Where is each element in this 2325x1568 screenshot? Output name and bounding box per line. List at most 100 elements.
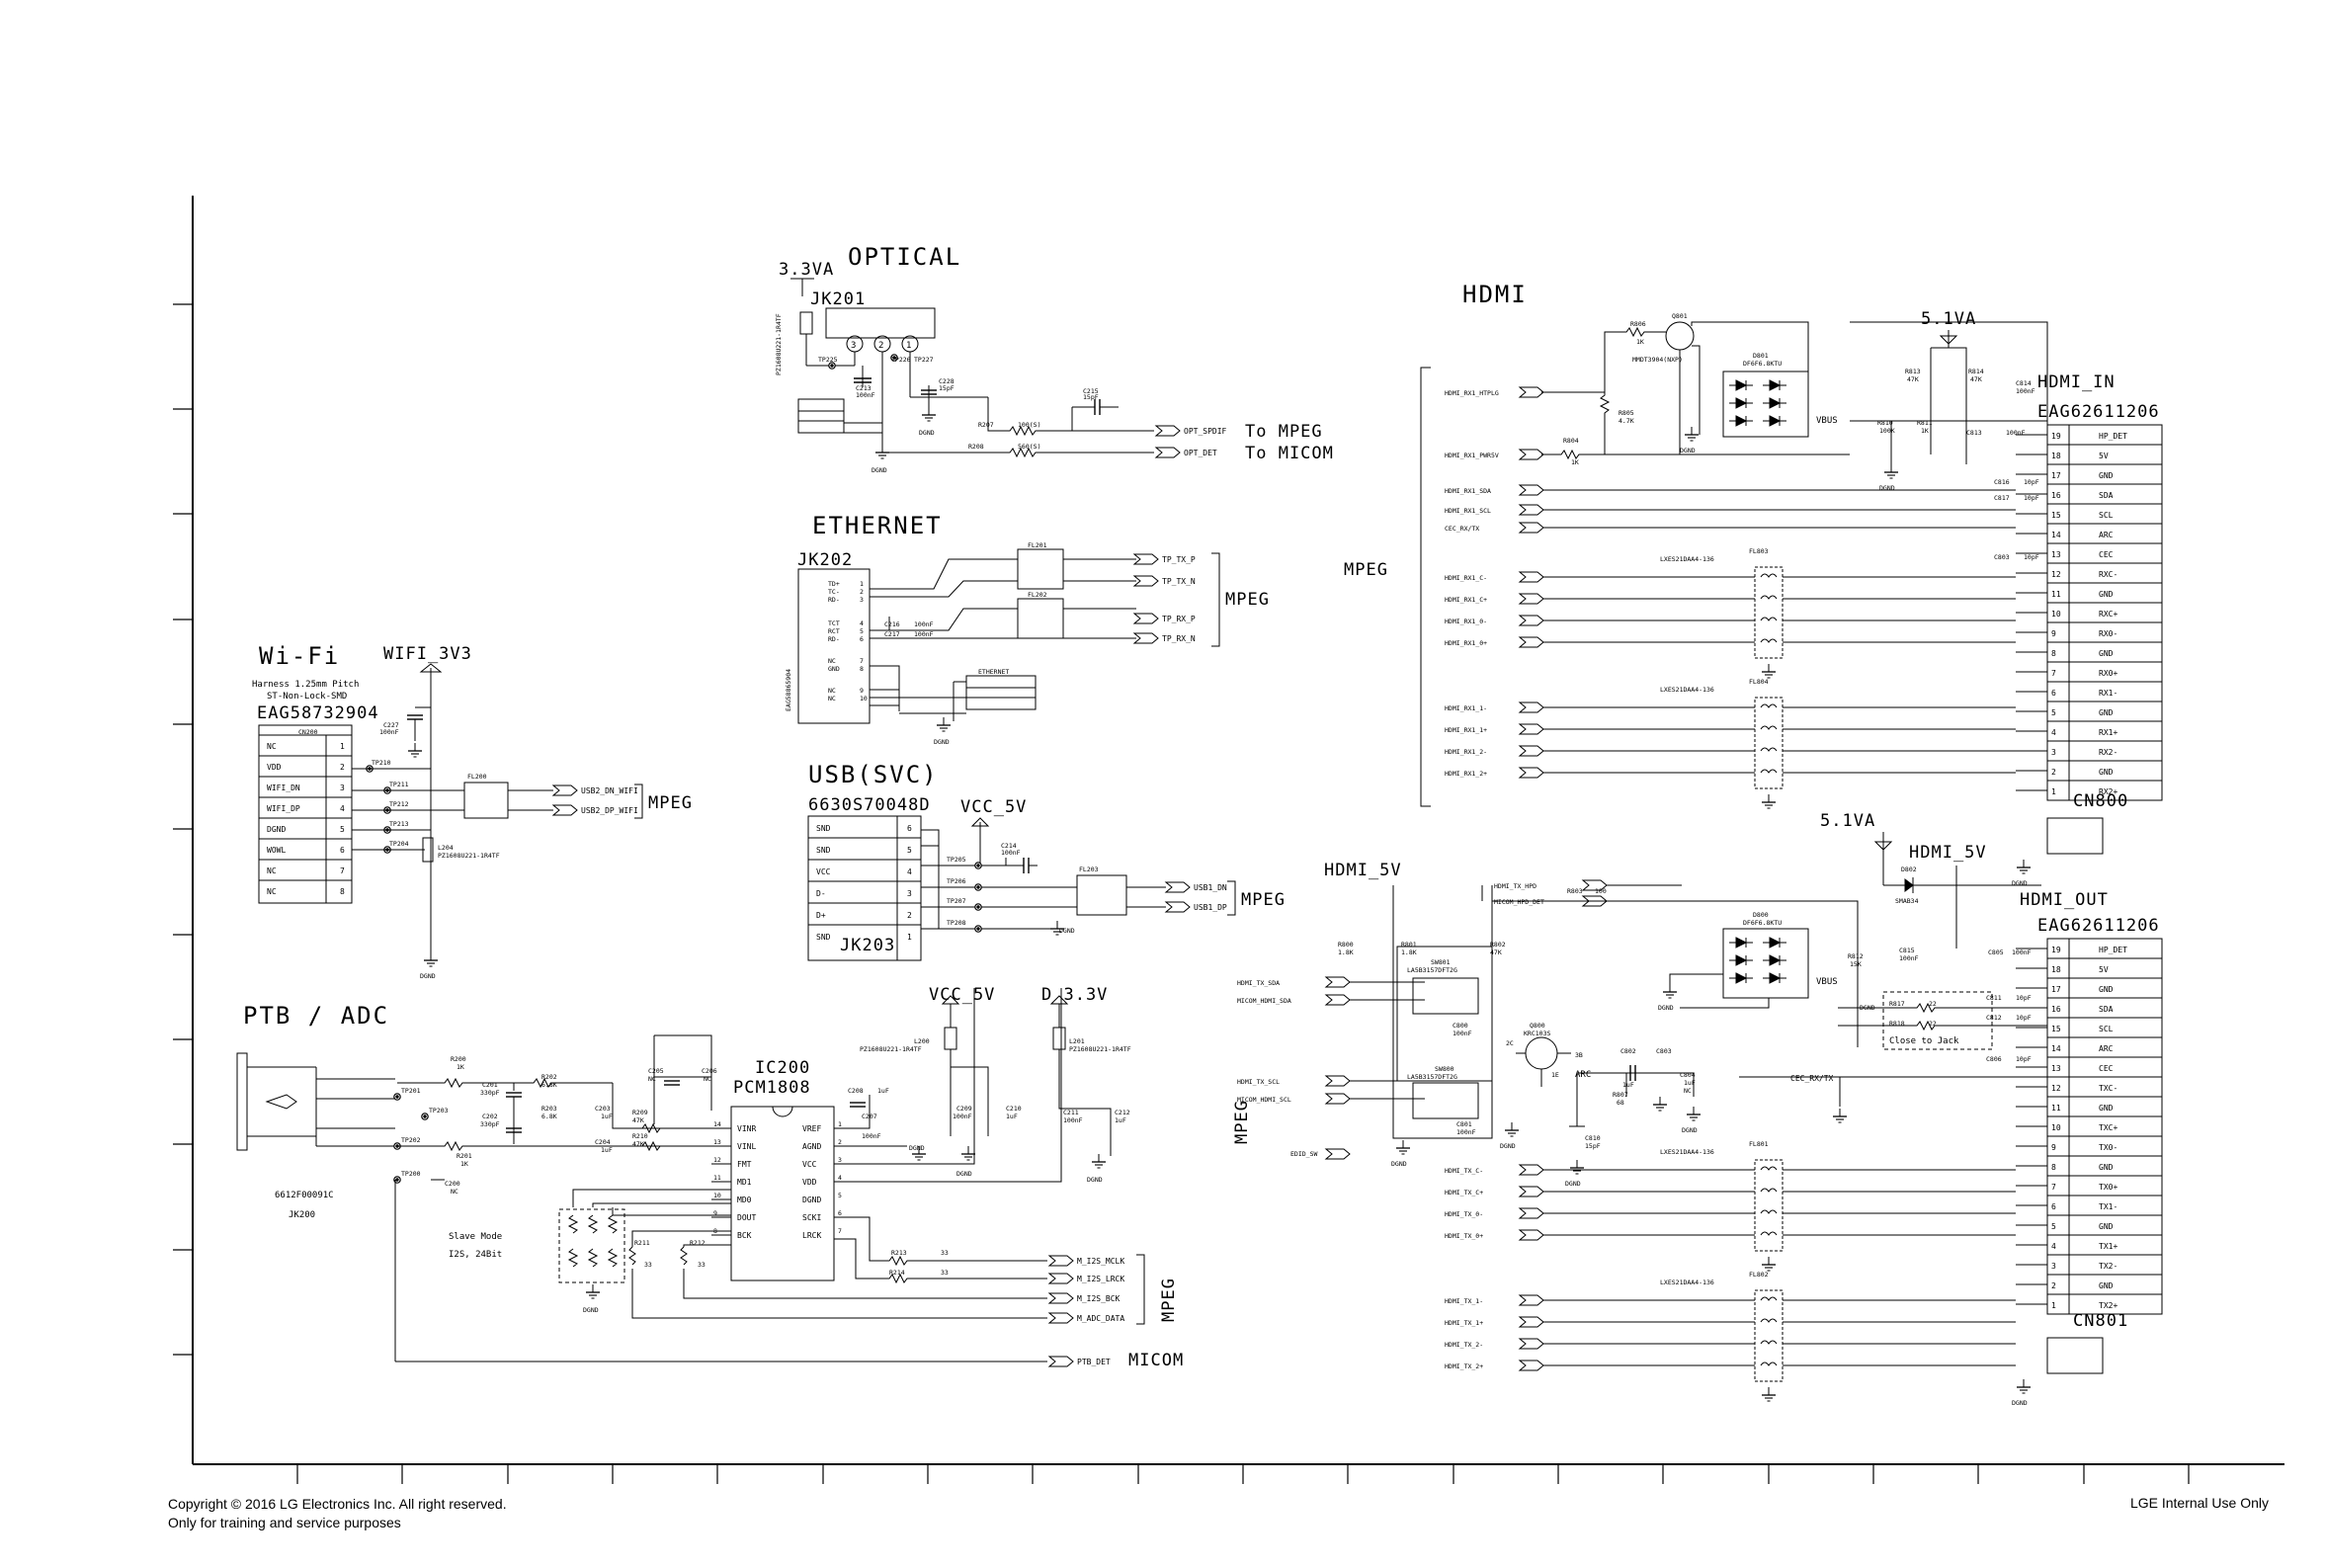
svg-text:C817: C817 (1994, 494, 2010, 502)
eth-pin-num: 6 (860, 635, 864, 643)
hdmi-pin-num: 1 (2051, 787, 2056, 796)
svg-text:47K: 47K (632, 1140, 644, 1148)
svg-text:MPEG: MPEG (648, 793, 693, 813)
svg-text:SW801: SW801 (1431, 958, 1451, 966)
hdmi-tx-filters: HDMI_TX_C-HDMI_TX_C+HDMI_TX_0-HDMI_TX_0+… (1445, 1140, 2016, 1402)
svg-text:C803: C803 (1994, 553, 2010, 561)
wifi-pin-name: DGND (267, 825, 286, 834)
hdmi-pin-num: 15 (2051, 511, 2061, 520)
svg-text:R806: R806 (1630, 320, 1646, 328)
hdmi-pin-num: 17 (2051, 471, 2061, 480)
svg-text:TP201: TP201 (401, 1087, 421, 1095)
svg-text:TP_TX_P: TP_TX_P (1162, 555, 1196, 564)
svg-text:EAG58732904: EAG58732904 (257, 703, 379, 723)
svg-text:USB1_DN: USB1_DN (1194, 883, 1227, 892)
hdmi-pin-name: TX0+ (2099, 1183, 2117, 1192)
svg-text:33: 33 (644, 1261, 652, 1269)
net-opt-det: OPT_DET (1184, 449, 1217, 457)
svg-text:100nF: 100nF (1453, 1030, 1472, 1037)
svg-text:DGND: DGND (1059, 927, 1075, 935)
eth-pin-num: 2 (860, 588, 864, 596)
wifi-pin-name: WOWL (267, 846, 286, 855)
wifi-title: Wi-Fi (259, 642, 340, 670)
svg-text:10pF: 10pF (2024, 494, 2039, 502)
svg-text:1K: 1K (1571, 458, 1579, 466)
svg-text:100nF: 100nF (2012, 949, 2032, 956)
hdmi-pin-name: TX2+ (2099, 1301, 2117, 1310)
svg-text:R203: R203 (541, 1105, 557, 1113)
svg-text:1uF: 1uF (601, 1113, 613, 1120)
svg-text:R817: R817 (1889, 1000, 1905, 1008)
hdmi-pin-name: ARC (2099, 531, 2114, 539)
svg-text:100nF: 100nF (2016, 387, 2035, 395)
svg-text:C208: C208 (848, 1087, 864, 1095)
usb-pin-num: 4 (907, 867, 912, 876)
svg-text:C201: C201 (482, 1081, 498, 1089)
svg-text:1uF: 1uF (601, 1146, 613, 1154)
svg-text:TP206: TP206 (947, 877, 966, 885)
svg-text:4.7K: 4.7K (1619, 417, 1634, 425)
svg-text:DGND: DGND (1087, 1176, 1103, 1184)
hdmi-pin-num: 1 (2051, 1301, 2056, 1310)
wifi-pin-num: 3 (340, 784, 345, 792)
svg-text:C210: C210 (1006, 1105, 1022, 1113)
svg-text:22: 22 (1929, 1020, 1937, 1028)
usb-pin-name: D- (816, 889, 826, 898)
svg-text:FL200: FL200 (467, 773, 487, 781)
hdmi-pin-num: 7 (2051, 669, 2056, 678)
svg-text:100: 100 (1595, 887, 1607, 895)
filter-part: LXES21DAA4-136 (1660, 1148, 1714, 1156)
svg-text:DGND: DGND (2012, 879, 2028, 887)
svg-text:1E: 1E (1551, 1071, 1559, 1079)
ic200-pin-name: BCK (737, 1231, 752, 1240)
ic200-pin-name: VDD (802, 1178, 817, 1187)
svg-text:NC: NC (451, 1188, 458, 1196)
svg-text:C227: C227 (383, 721, 399, 729)
footer-copyright: Copyright © 2016 LG Electronics Inc. All… (168, 1495, 507, 1532)
svg-text:C814: C814 (2016, 379, 2032, 387)
wifi-pin-num: 1 (340, 742, 345, 751)
svg-text:USB2_DP_WIFI: USB2_DP_WIFI (581, 806, 638, 815)
svg-text:DGND: DGND (420, 972, 436, 980)
usb-pin-name: SND (816, 933, 831, 942)
hdmi-in-title: HDMI_IN (2037, 372, 2116, 392)
svg-text:DGND: DGND (872, 466, 887, 474)
svg-text:R812: R812 (1848, 952, 1864, 960)
svg-text:VCC_5V: VCC_5V (929, 985, 995, 1005)
hdmi-pin-name: GND (2099, 708, 2114, 717)
svg-text:33: 33 (941, 1269, 949, 1277)
svg-text:C800: C800 (1453, 1022, 1468, 1030)
hdmi-pin-num: 16 (2051, 491, 2061, 500)
ptb-title: PTB / ADC (243, 1002, 389, 1030)
svg-text:TP203: TP203 (429, 1107, 449, 1114)
wifi-pin-name: WIFI_DP (267, 804, 300, 813)
svg-text:TP213: TP213 (389, 820, 409, 828)
hdmi-pin-name: SDA (2099, 1005, 2114, 1014)
svg-text:C805: C805 (1988, 949, 2004, 956)
svg-text:R800: R800 (1338, 941, 1354, 949)
hdmi-pin-num: 6 (2051, 689, 2056, 698)
hdmi-tx-net-label: MICOM_HDMI_SDA (1237, 997, 1291, 1005)
svg-text:DF6F6.8KTU: DF6F6.8KTU (1743, 919, 1782, 927)
sheet-frame (173, 196, 2284, 1484)
svg-text:C200: C200 (445, 1180, 460, 1188)
hdmi-pin-name: RX1+ (2099, 728, 2117, 737)
eth-pin-num: 3 (860, 596, 864, 604)
ic200-pin-name: AGND (802, 1142, 821, 1151)
svg-text:D800: D800 (1753, 911, 1769, 919)
svg-text:C811: C811 (1986, 994, 2002, 1002)
ic200-pin-name: MD0 (737, 1196, 752, 1204)
svg-text:C803: C803 (1656, 1047, 1672, 1055)
svg-text:1.8K: 1.8K (1401, 949, 1417, 956)
svg-text:Q800: Q800 (1530, 1022, 1545, 1030)
svg-text:6612F00091C: 6612F00091C (275, 1191, 334, 1200)
svg-text:DGND: DGND (1565, 1180, 1581, 1188)
svg-text:R210: R210 (632, 1132, 648, 1140)
svg-text:1K: 1K (457, 1063, 464, 1071)
svg-text:100(S): 100(S) (1018, 421, 1040, 429)
wifi-pin-name: NC (267, 887, 277, 896)
ic200-pin-num: 6 (838, 1209, 842, 1217)
hdmi-pin-num: 2 (2051, 1281, 2056, 1290)
svg-text:SW800: SW800 (1435, 1065, 1454, 1073)
